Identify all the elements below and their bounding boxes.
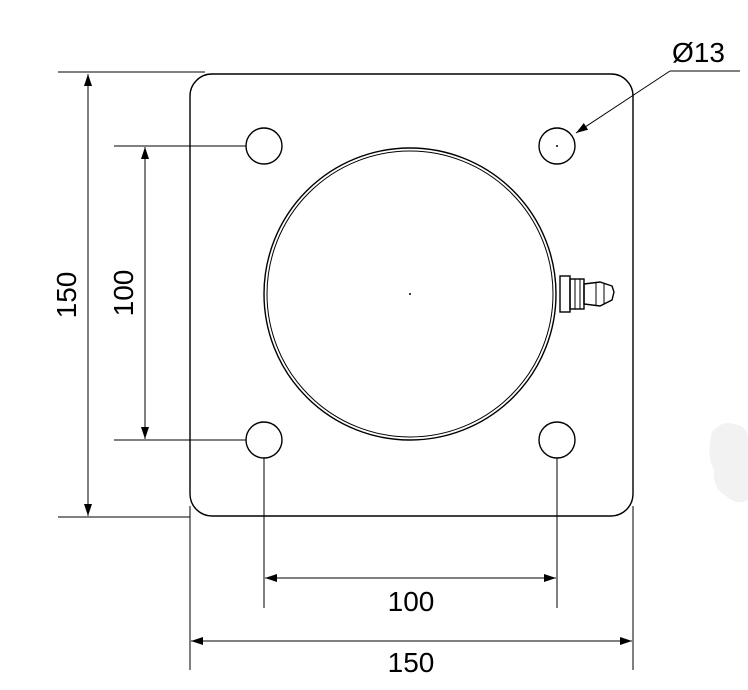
dim-label-hole-spacing-vertical: 100 <box>108 270 139 317</box>
dimension-hole-spacing-vertical <box>114 145 246 441</box>
mounting-hole-top-left <box>245 127 283 165</box>
dimension-hole-spacing-horizontal <box>263 458 558 608</box>
dimension-overall-height <box>58 71 205 518</box>
load-cell-outer <box>263 147 557 441</box>
dim-label-overall-height: 150 <box>51 272 82 319</box>
mounting-hole-top-right <box>538 127 576 165</box>
background-smudge <box>709 423 748 503</box>
mounting-hole-bottom-right <box>538 421 576 459</box>
dim-label-overall-width: 150 <box>388 647 435 678</box>
dim-label-hole-spacing-horizontal: 100 <box>388 586 435 617</box>
dimension-overall-width <box>189 506 634 670</box>
cable-connector <box>559 275 615 313</box>
mounting-hole-bottom-left <box>245 421 283 459</box>
dim-label-hole-diameter: Ø13 <box>672 37 725 68</box>
hole-center-mark <box>556 145 558 147</box>
plate-outline <box>189 73 634 517</box>
load-cell-inner <box>266 150 554 438</box>
hole-diameter-leader <box>575 70 740 134</box>
center-point <box>409 293 411 295</box>
